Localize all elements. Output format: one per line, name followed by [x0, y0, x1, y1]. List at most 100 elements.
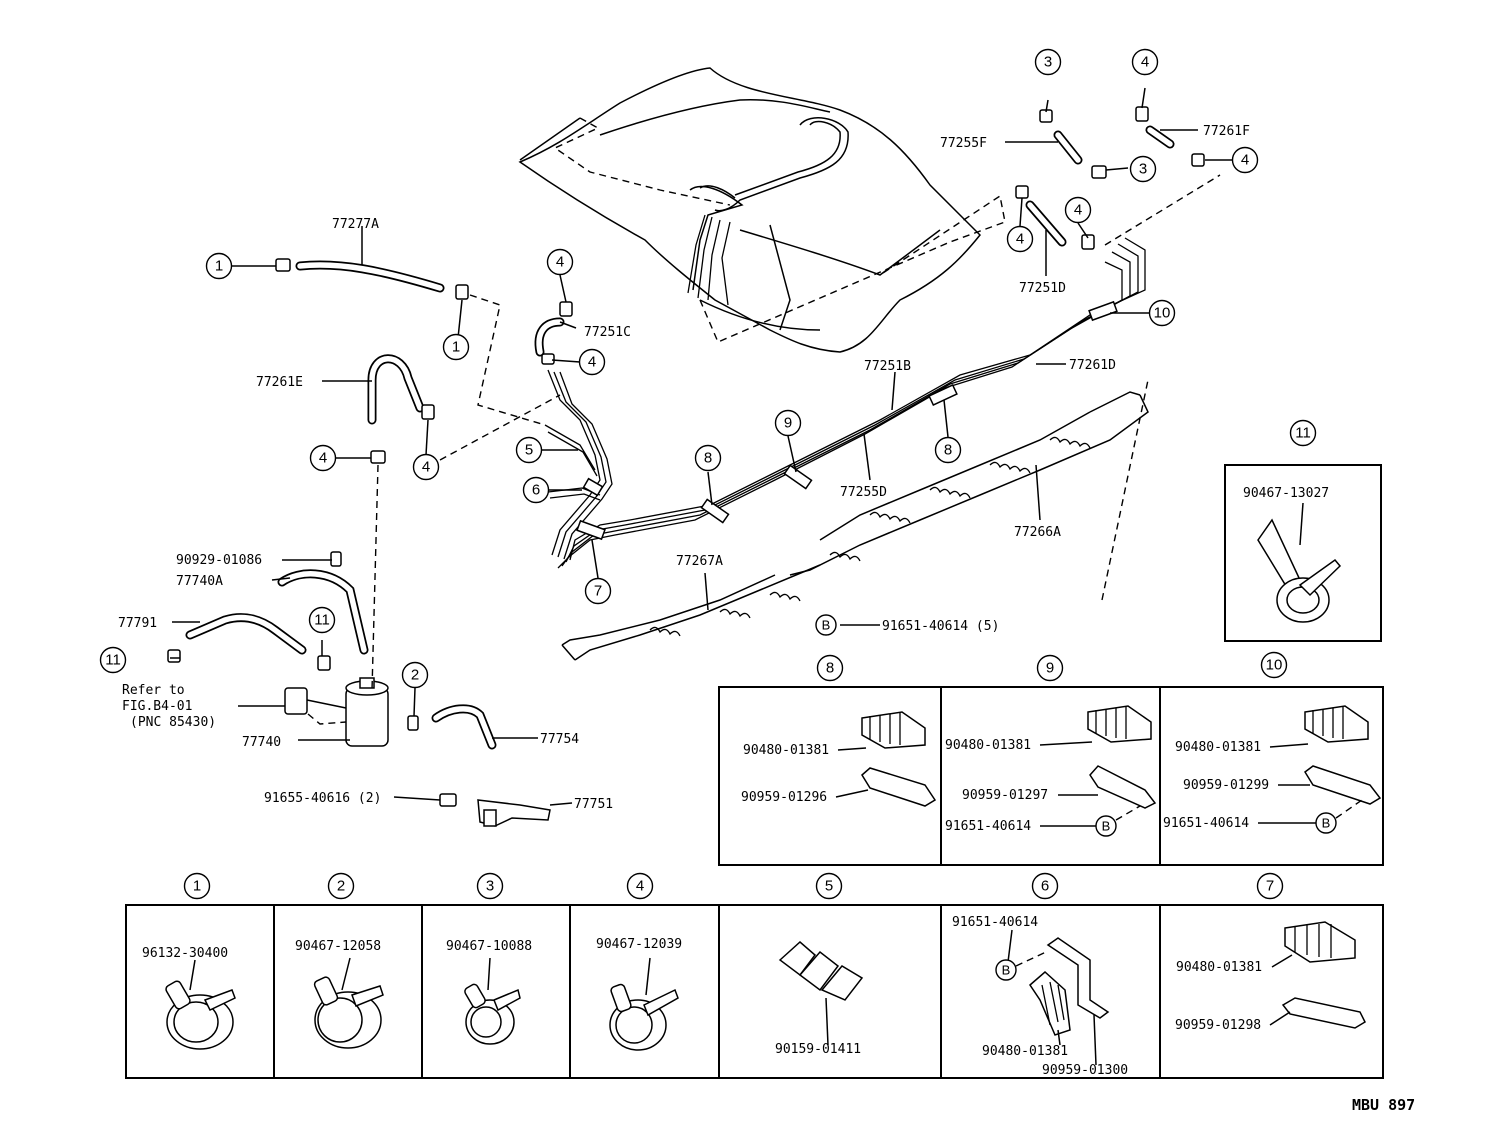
- callout-1: 1: [442, 333, 470, 361]
- detail-8-header: 8: [816, 654, 844, 682]
- label-77261F: 77261F: [1203, 124, 1250, 139]
- label-77277A: 77277A: [332, 217, 379, 232]
- svg-text:9: 9: [1046, 660, 1054, 677]
- svg-text:6: 6: [1041, 878, 1049, 895]
- label-77740: 77740: [242, 735, 281, 750]
- clip-7: [1281, 921, 1366, 1029]
- callout-9: 9: [774, 409, 802, 437]
- bracket-10: [1304, 765, 1382, 805]
- detail-8-clamp: 90480-01381: [743, 743, 829, 758]
- callout-4: 4: [578, 348, 606, 376]
- svg-text:4: 4: [588, 354, 596, 371]
- hose-clamp-2: [313, 957, 384, 1049]
- svg-text:3: 3: [1139, 161, 1147, 178]
- label-90929-01086: 90929-01086: [176, 553, 262, 568]
- clamp-comb-9: [1087, 705, 1152, 743]
- callout-4: 4: [1231, 146, 1259, 174]
- callout-4: 4: [1064, 196, 1092, 224]
- detail-2-header: 2: [327, 872, 355, 900]
- protector-plates: [561, 391, 1149, 661]
- callout-4: 4: [1006, 225, 1034, 253]
- callout-11: 11: [308, 606, 336, 634]
- detail-10-bolt: 91651-40614: [1163, 816, 1249, 831]
- label-refer-to: Refer to: [122, 683, 185, 698]
- svg-text:5: 5: [525, 442, 533, 459]
- label-77261D: 77261D: [1069, 358, 1116, 373]
- detail-9-bolt: 91651-40614: [945, 819, 1031, 834]
- svg-text:4: 4: [1141, 54, 1149, 71]
- detail-10-callout-B: B: [1315, 812, 1337, 834]
- detail-9-clamp: 90480-01381: [945, 738, 1031, 753]
- callout-2: 2: [401, 661, 429, 689]
- svg-text:B: B: [822, 618, 831, 633]
- pipe-clamps: [576, 300, 1118, 541]
- detail-11: 11 90467-13027: [1224, 419, 1382, 642]
- detail-11-part: 90467-13027: [1243, 486, 1329, 501]
- detail-9-bracket: 90959-01297: [962, 788, 1048, 803]
- svg-text:9: 9: [784, 415, 792, 432]
- callout-4: 4: [412, 453, 440, 481]
- svg-text:4: 4: [1016, 231, 1024, 248]
- callout-6: 6: [522, 476, 550, 504]
- detail-6-clamp: 90480-01381: [982, 1044, 1068, 1059]
- detail-1-header: 1: [183, 872, 211, 900]
- svg-text:1: 1: [452, 339, 460, 356]
- label-refer-fig: FIG.B4-01: [122, 699, 192, 714]
- detail-4-part: 90467-12039: [596, 937, 682, 952]
- reference-dashes: [371, 174, 1221, 691]
- label-77251B: 77251B: [864, 359, 911, 374]
- hoses: [185, 125, 1175, 750]
- detail-10-clamp: 90480-01381: [1175, 740, 1261, 755]
- hose-clamp-1: [165, 959, 236, 1050]
- detail-9-callout-B: B: [1095, 815, 1117, 837]
- label-refer-pnc: (PNC 85430): [130, 715, 216, 730]
- leader-lines: [170, 87, 1232, 806]
- bracket-9: [1089, 765, 1157, 809]
- label-91651-40614-5: 91651-40614 (5): [882, 619, 999, 634]
- detail-6-header: 6: [1031, 872, 1059, 900]
- main-pipe-bundle: [544, 237, 1146, 569]
- detail-8-bracket: 90959-01296: [741, 790, 827, 805]
- svg-text:2: 2: [337, 878, 345, 895]
- detail-10-bracket: 90959-01299: [1183, 778, 1269, 793]
- label-77740A: 77740A: [176, 574, 223, 589]
- svg-text:1: 1: [215, 258, 223, 275]
- svg-text:11: 11: [1295, 425, 1311, 442]
- svg-text:6: 6: [532, 482, 540, 499]
- detail-10-header: 10: [1260, 651, 1288, 679]
- callout-3: 3: [1034, 48, 1062, 76]
- label-77266A: 77266A: [1014, 525, 1061, 540]
- svg-text:8: 8: [704, 450, 712, 467]
- detail-2-part: 90467-12058: [295, 939, 381, 954]
- svg-text:7: 7: [594, 583, 602, 600]
- callout-8: 8: [694, 444, 722, 472]
- label-77255F: 77255F: [940, 136, 987, 151]
- bracket-77751: [477, 799, 551, 827]
- svg-text:4: 4: [422, 459, 430, 476]
- callout-1: 1: [205, 252, 233, 280]
- label-77751: 77751: [574, 797, 613, 812]
- drawing-code: MBU 897: [1352, 1096, 1415, 1114]
- svg-text:B: B: [1002, 963, 1011, 978]
- svg-text:4: 4: [1241, 152, 1249, 169]
- svg-text:1: 1: [193, 878, 201, 895]
- label-77251C: 77251C: [584, 325, 631, 340]
- svg-text:8: 8: [826, 660, 834, 677]
- detail-1-part: 96132-30400: [142, 946, 228, 961]
- label-77251D: 77251D: [1019, 281, 1066, 296]
- hose-clamp-4: [609, 957, 679, 1051]
- svg-text:7: 7: [1266, 878, 1274, 895]
- svg-text:11: 11: [314, 612, 330, 629]
- detail-4-header: 4: [626, 872, 654, 900]
- detail-row-bottom: 1 2 3 4 5 6 7: [125, 872, 1384, 1079]
- svg-text:11: 11: [105, 652, 121, 669]
- hose-clamp-3: [464, 957, 521, 1045]
- svg-text:8: 8: [944, 442, 952, 459]
- vehicle-body-outline: [518, 67, 1006, 353]
- svg-text:4: 4: [1074, 202, 1082, 219]
- detail-5-header: 5: [815, 872, 843, 900]
- detail-3-header: 3: [476, 872, 504, 900]
- label-77255D: 77255D: [840, 485, 887, 500]
- svg-text:5: 5: [825, 878, 833, 895]
- svg-text:B: B: [1322, 816, 1331, 831]
